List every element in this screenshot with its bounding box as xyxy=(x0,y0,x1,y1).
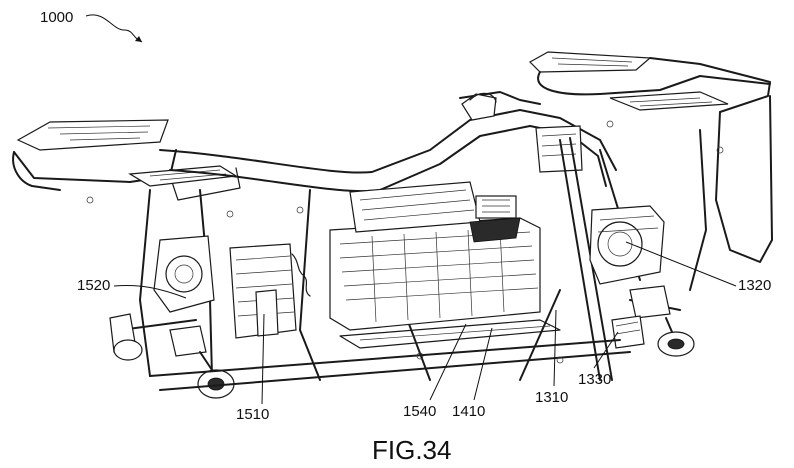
reference-labels: 1520 1510 1540 1410 1310 1330 1320 xyxy=(77,241,771,423)
leader-1310 xyxy=(553,309,557,387)
front-drive-unit xyxy=(589,205,665,285)
left-half-shafts xyxy=(109,313,235,399)
leader-1410 xyxy=(473,327,493,401)
leader-1510 xyxy=(261,313,265,405)
leader-1000 xyxy=(85,14,143,43)
figure-caption: FIG.34 xyxy=(372,435,451,465)
arrowhead-1000 xyxy=(135,36,142,42)
ref-label-1410: 1410 xyxy=(452,403,485,420)
rear-drive-unit xyxy=(153,235,311,339)
right-seat-platform xyxy=(529,51,773,291)
leader-1330 xyxy=(593,331,619,369)
right-half-shafts xyxy=(611,285,695,357)
ref-label-1310: 1310 xyxy=(535,389,568,406)
ref-label-1520: 1520 xyxy=(77,277,110,294)
leader-1520 xyxy=(113,285,187,299)
fastener-details xyxy=(86,120,724,364)
main-frame-tubes xyxy=(159,91,617,193)
vehicle-frame-drawing xyxy=(12,51,773,399)
leader-1320 xyxy=(625,241,737,287)
ref-label-1510: 1510 xyxy=(236,406,269,423)
ref-label-1320: 1320 xyxy=(738,277,771,294)
ref-label-1540: 1540 xyxy=(403,403,436,420)
leader-1540 xyxy=(429,323,467,401)
ref-label-1000: 1000 xyxy=(40,9,73,26)
lower-frame-rails xyxy=(149,319,631,391)
left-seat-platform xyxy=(12,119,241,201)
ref-label-1330: 1330 xyxy=(578,371,611,388)
battery-module-block xyxy=(329,181,541,331)
